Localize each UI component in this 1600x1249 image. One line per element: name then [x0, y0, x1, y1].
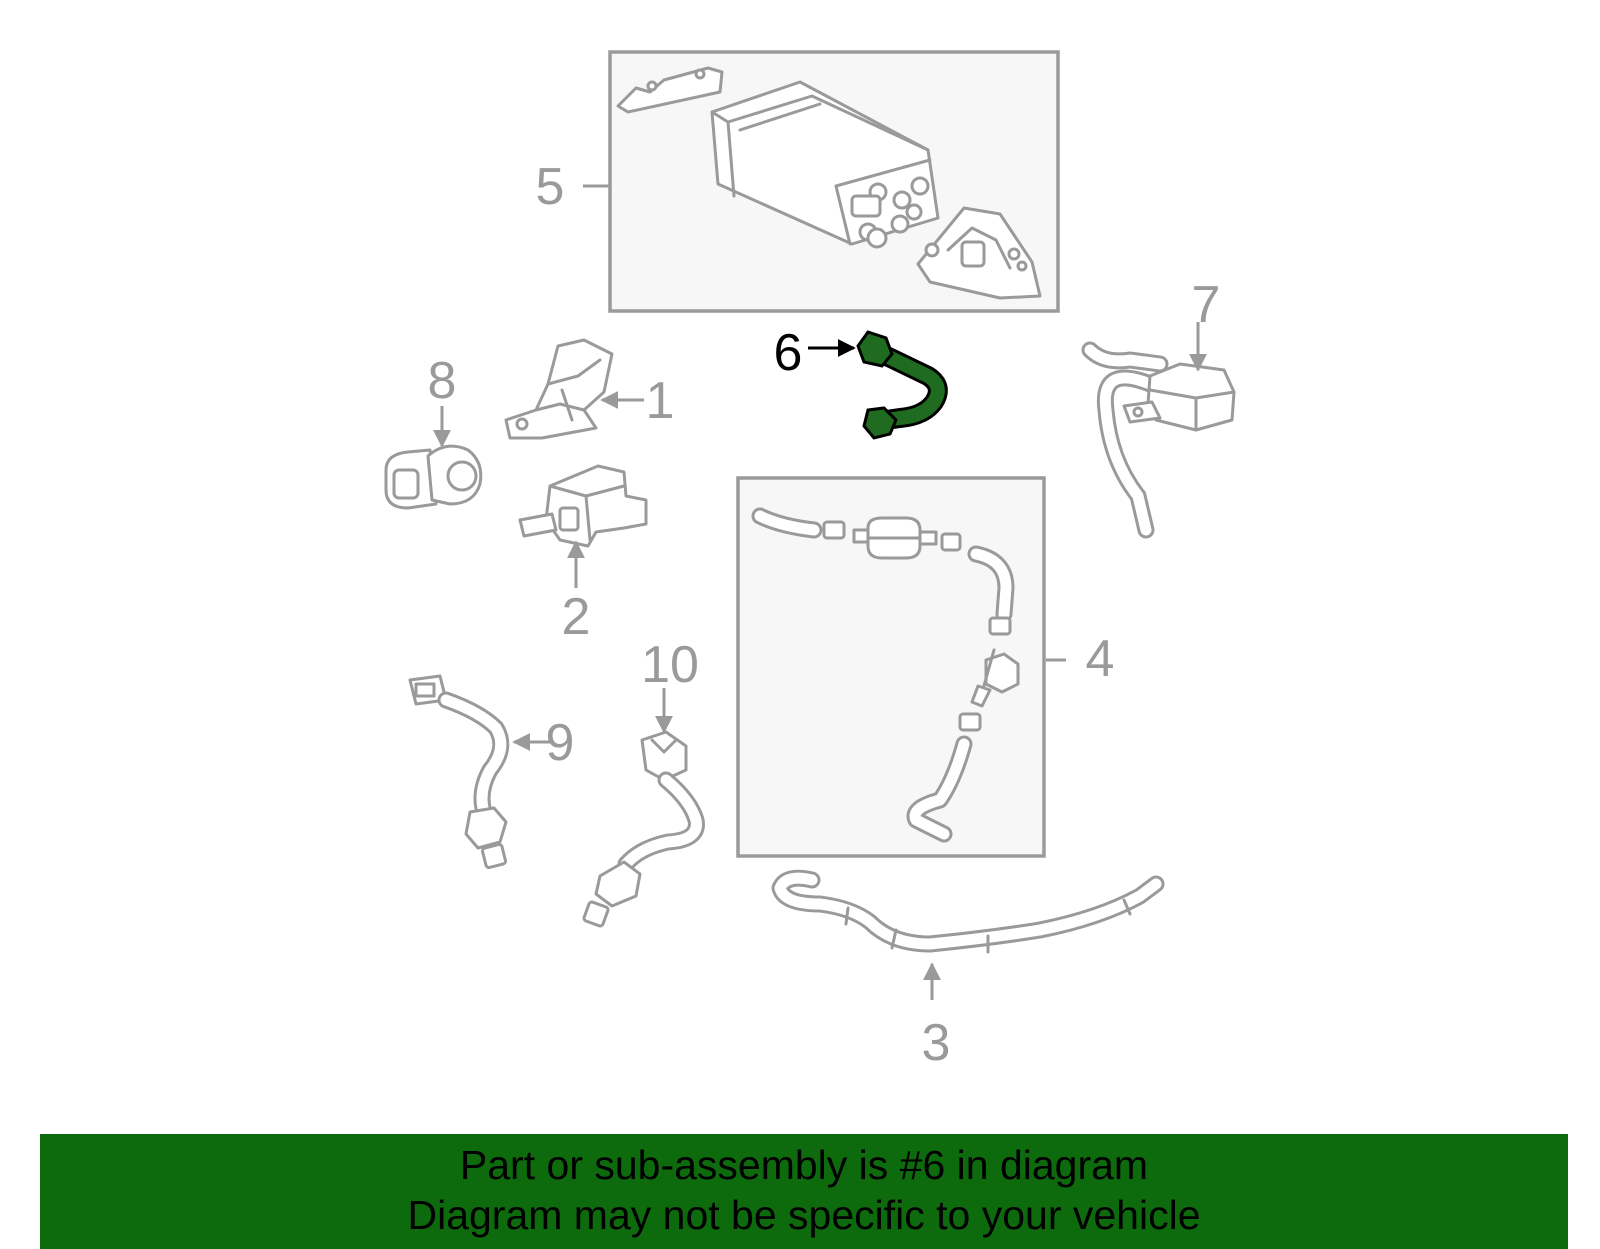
callout-5: 5 — [536, 158, 565, 216]
part-8-sensor[interactable] — [384, 444, 483, 510]
callout-6: 6 — [774, 324, 803, 382]
callout-10: 10 — [641, 636, 699, 694]
callout-4: 4 — [1086, 630, 1115, 688]
callout-1: 1 — [646, 372, 675, 430]
callout-2: 2 — [562, 588, 591, 646]
part-1-bracket[interactable] — [504, 338, 614, 440]
highlighted-hose-6[interactable] — [856, 330, 948, 440]
part-3-hose[interactable] — [771, 869, 1165, 954]
hose-assembly-box[interactable] — [736, 476, 1046, 858]
part-2-valve[interactable] — [518, 464, 648, 548]
info-banner: Part or sub-assembly is #6 in diagram Di… — [40, 1134, 1568, 1249]
callout-9: 9 — [546, 714, 575, 772]
canister-assembly-box[interactable] — [608, 50, 1060, 313]
callout-8: 8 — [428, 352, 457, 410]
part-10-oxygen-sensor[interactable] — [582, 730, 705, 928]
banner-line-1: Part or sub-assembly is #6 in diagram — [459, 1142, 1149, 1188]
part-9-oxygen-sensor[interactable] — [408, 674, 510, 869]
callout-3: 3 — [922, 1014, 951, 1072]
callout-7: 7 — [1192, 276, 1221, 334]
banner-line-2: Diagram may not be specific to your vehi… — [407, 1192, 1201, 1238]
part-7-vent-valve[interactable] — [1081, 341, 1236, 539]
